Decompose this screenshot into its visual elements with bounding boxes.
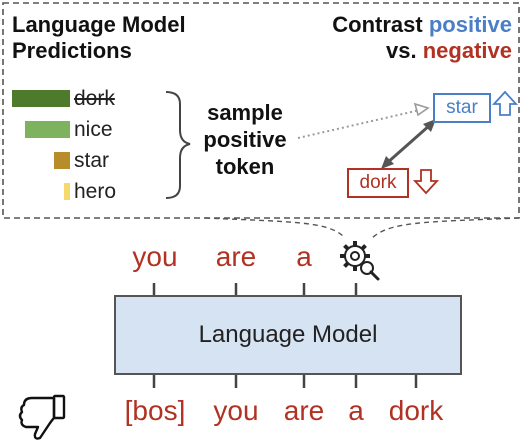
negative-token: dork	[359, 172, 397, 193]
predictions-title-line1: Language Model	[12, 12, 186, 37]
dotted-arrow	[297, 102, 430, 139]
predicted-token-a: a	[296, 241, 312, 272]
input-token-dork: dork	[388, 395, 444, 426]
prediction-bar-hero	[64, 183, 70, 200]
sample-line2: positive	[203, 127, 287, 152]
positive-token-box	[433, 93, 491, 123]
prediction-bar-dork	[12, 90, 70, 107]
predictions-panel	[2, 2, 520, 219]
contrast-title: Contrast positive vs. negative	[332, 12, 512, 64]
model-input-ticks	[152, 374, 418, 388]
gear-search-icon	[340, 241, 380, 281]
prediction-label-hero: hero	[74, 180, 117, 203]
language-model-label: Language Model	[198, 321, 378, 348]
funnel-line-left	[204, 217, 346, 239]
input-token-bos: [bos]	[124, 395, 186, 426]
input-token-a: a	[348, 395, 364, 426]
prediction-label-nice: nice	[74, 118, 113, 141]
prediction-bar-star	[54, 152, 70, 169]
contrast-double-arrow	[381, 119, 436, 169]
prediction-bar-chart: dork nice star hero	[8, 88, 168, 208]
input-token-you: you	[213, 395, 259, 426]
positive-token: star	[446, 97, 478, 118]
prediction-bar-nice	[25, 121, 70, 138]
thumbs-down-icon	[18, 394, 66, 440]
predictions-title-line2: Predictions	[12, 38, 132, 63]
sample-line3: token	[215, 154, 275, 179]
prediction-label-star: star	[74, 149, 110, 172]
predicted-token-are: are	[215, 241, 257, 272]
up-arrow-icon	[491, 90, 519, 116]
input-token-are: are	[283, 395, 325, 426]
contrast-negative-word: negative	[422, 38, 512, 63]
contrast-word: Contrast	[332, 12, 423, 37]
contrast-positive-word: positive	[428, 12, 512, 37]
down-arrow-icon	[412, 169, 440, 195]
contrast-vs: vs.	[386, 38, 417, 63]
language-model-box: Language Model	[114, 295, 462, 375]
predicted-token-you: you	[132, 241, 178, 272]
negative-token-box	[347, 168, 409, 198]
prediction-label-dork: dork	[74, 87, 115, 110]
curly-brace	[165, 91, 191, 199]
funnel-line-right	[371, 217, 520, 239]
sample-line1: sample	[207, 100, 283, 125]
sample-positive-token-text: sample positive token	[190, 99, 300, 180]
model-output-ticks	[152, 283, 358, 296]
predictions-title: Language Model Predictions	[12, 12, 186, 64]
